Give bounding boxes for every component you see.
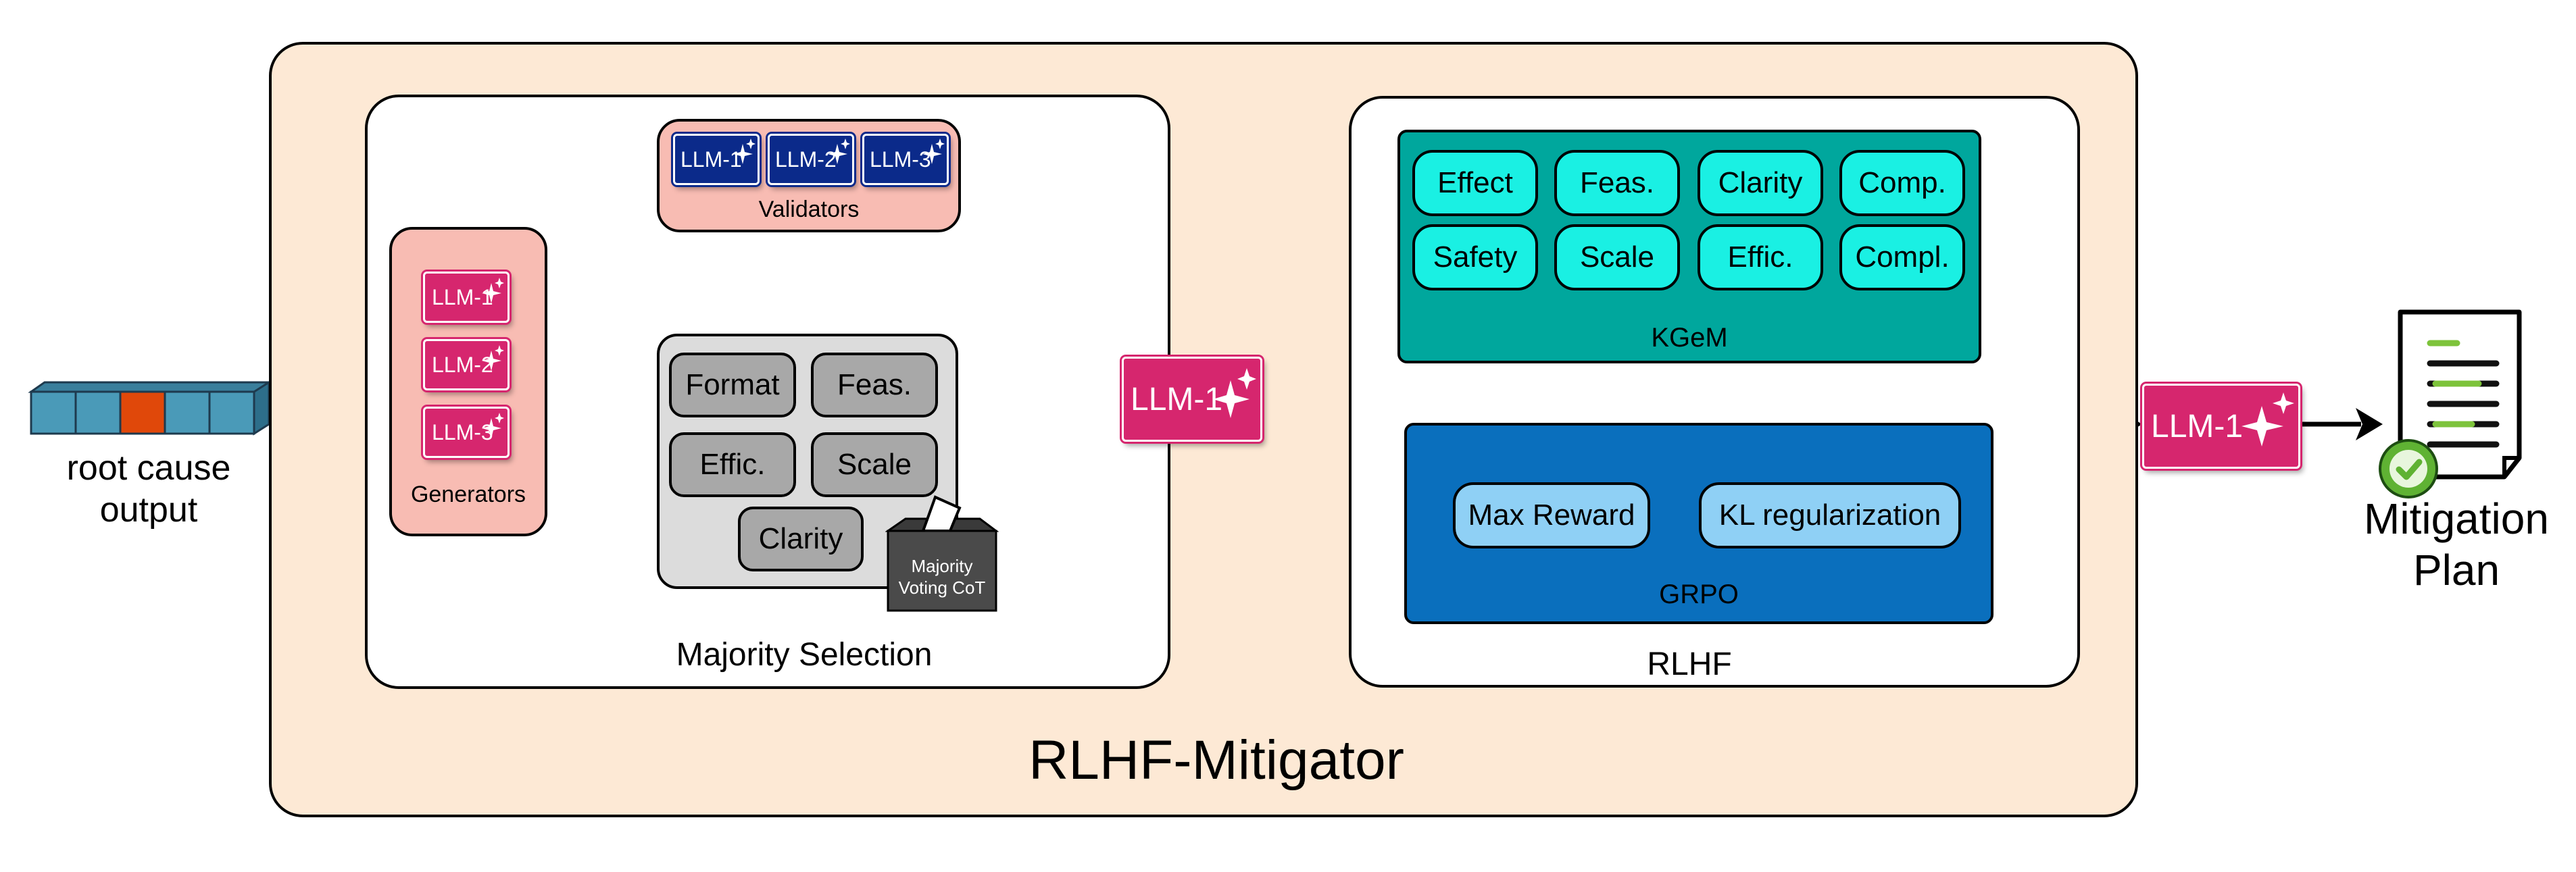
validator-llm-3: LLM-3 [862,134,949,185]
sparkle-icon [733,138,756,164]
criterion-feasibility: Feas. [811,353,938,417]
final-llm: LLM-1 [2142,384,2300,469]
validator-llm-1: LLM-1 [673,134,760,185]
input-label-line2: output [99,490,198,530]
sparkle-icon [482,278,504,303]
criterion-format: Format [669,353,796,417]
kgem-label: KGeM [1651,323,1728,353]
checkmark-icon [2376,436,2441,501]
selected-llm: LLM-1 [1122,357,1262,442]
validator-llm-2: LLM-2 [768,134,854,185]
sparkle-icon [2241,392,2294,446]
kgem-criterion-efficiency: Effic. [1698,224,1823,290]
generator-llm-3: LLM-3 [423,407,510,458]
sparkle-icon [482,345,504,371]
rlhf-title: RLHF [1647,646,1732,682]
grpo-kl-regularization: KL regularization [1699,482,1961,548]
ballot-box-icon [885,492,999,613]
kgem-criterion-feasibility: Feas. [1554,150,1680,216]
generators-label: Generators [410,482,526,507]
ballot-label-line1: Majority [911,556,973,576]
kgem-criterion-clarity: Clarity [1698,150,1823,216]
sparkle-icon [828,138,850,164]
kgem-criterion-compl: Compl. [1839,224,1965,290]
majority-selection-title: Majority Selection [676,637,933,673]
validators-label: Validators [758,197,860,222]
kgem-criterion-safety: Safety [1412,224,1538,290]
checkmark-badge [2379,439,2438,498]
ballot-label-line2: Voting CoT [898,578,986,598]
selected-llm-label: LLM-1 [1131,381,1223,417]
ballot-box-graphic [885,495,999,612]
generator-llm-2-label: LLM-2 [432,352,493,377]
input-label-line1: root cause [66,448,231,488]
sparkle-icon [1213,368,1256,418]
output-label-line1: Mitigation [2364,494,2549,543]
generator-llm-3-label: LLM-3 [432,419,493,444]
output-label: Mitigation Plan [2345,493,2568,596]
validator-llm-3-label: LLM-3 [870,147,931,172]
token-blocks-graphic [28,380,286,436]
final-llm-label: LLM-1 [2151,408,2244,444]
sparkle-icon [922,138,945,164]
input-label: root cause output [27,447,270,531]
grpo-label: GRPO [1659,580,1739,609]
generator-llm-1: LLM-1 [423,272,510,323]
main-title: RLHF-Mitigator [1029,729,1404,791]
kgem-criterion-comp: Comp. [1839,150,1965,216]
output-label-line2: Plan [2412,546,2500,594]
input-token-stack [27,378,286,438]
criterion-efficiency: Effic. [669,432,796,497]
generator-llm-1-label: LLM-1 [432,284,493,309]
criterion-scale: Scale [811,432,938,497]
generator-llm-2: LLM-2 [423,339,510,390]
criterion-clarity: Clarity [738,507,864,571]
sparkle-icon [482,413,504,438]
grpo-max-reward: Max Reward [1453,482,1650,548]
ballot-label: Majority Voting CoT [885,555,999,598]
validator-llm-1-label: LLM-1 [680,147,742,172]
validator-llm-2-label: LLM-2 [775,147,837,172]
kgem-criterion-scale: Scale [1554,224,1680,290]
kgem-criterion-effect: Effect [1412,150,1538,216]
